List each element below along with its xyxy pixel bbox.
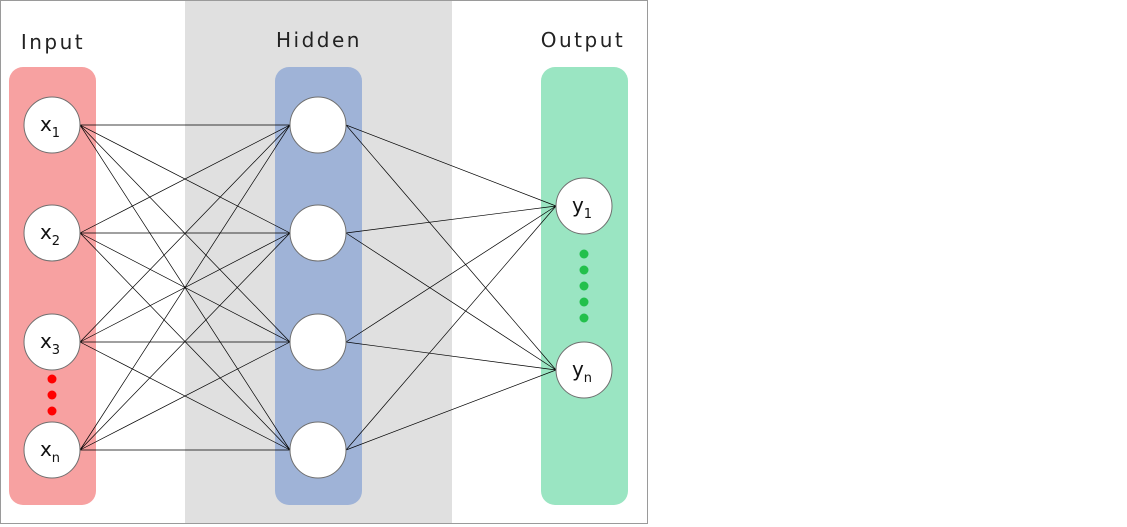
ellipsis-dots xyxy=(47,249,589,416)
input-node-2 xyxy=(23,204,81,262)
edge-input-4-to-hidden-2 xyxy=(79,232,291,451)
edge-hidden-3-to-output-2 xyxy=(345,341,557,371)
edge-hidden-2-to-output-2 xyxy=(345,232,557,371)
output-ellipsis-dot-2 xyxy=(579,265,589,275)
edge-hidden-1-to-output-2 xyxy=(345,124,557,371)
neural-network-diagram: Input Hidden Output x1 x2 x3 xn y1 yn xyxy=(9,1,628,523)
output-ellipsis-dot-3 xyxy=(579,281,589,291)
edge-input-4-to-hidden-3 xyxy=(79,341,291,451)
hidden-layer-label: Hidden xyxy=(276,28,362,52)
output-layer-label: Output xyxy=(541,28,625,52)
input-node-label-4: xn xyxy=(40,437,60,466)
hidden-node-4 xyxy=(289,421,347,479)
output-ellipsis-dot-1 xyxy=(579,249,589,259)
edge-hidden-4-to-output-2 xyxy=(345,369,557,451)
input-ellipsis-dot-2 xyxy=(47,390,57,400)
output-ellipsis-dot-5 xyxy=(579,313,589,323)
edge-hidden-2-to-output-1 xyxy=(345,205,557,234)
edge-input-3-to-hidden-1 xyxy=(79,124,291,343)
input-ellipsis-dot-3 xyxy=(47,406,57,416)
edge-hidden-4-to-output-1 xyxy=(345,205,557,451)
edge-hidden-3-to-output-1 xyxy=(345,205,557,343)
edge-input-2-to-hidden-1 xyxy=(79,124,291,234)
output-node-2 xyxy=(555,341,613,399)
input-node-3 xyxy=(23,313,81,371)
edge-hidden-1-to-output-1 xyxy=(345,124,557,207)
input-node-label-2: x2 xyxy=(40,220,60,249)
nodes: x1 x2 x3 xn y1 yn xyxy=(23,96,613,479)
edge-input-4-to-hidden-1 xyxy=(79,124,291,451)
input-node-label-3: x3 xyxy=(40,329,60,358)
hidden-node-3 xyxy=(289,313,347,371)
output-ellipsis-dot-4 xyxy=(579,297,589,307)
input-ellipsis-dot-1 xyxy=(47,374,57,384)
hidden-node-2 xyxy=(289,204,347,262)
input-node-1 xyxy=(23,96,81,154)
input-band xyxy=(9,67,96,505)
output-node-label-2: yn xyxy=(572,357,592,386)
output-node-1 xyxy=(555,177,613,235)
connections xyxy=(79,124,557,451)
hidden-node-1 xyxy=(289,96,347,154)
input-layer-label: Input xyxy=(21,30,85,54)
output-node-label-1: y1 xyxy=(572,193,592,222)
diagram-frame xyxy=(0,0,648,524)
hidden-band xyxy=(275,67,362,505)
input-node-label-1: x1 xyxy=(40,112,60,141)
input-node-4 xyxy=(23,421,81,479)
